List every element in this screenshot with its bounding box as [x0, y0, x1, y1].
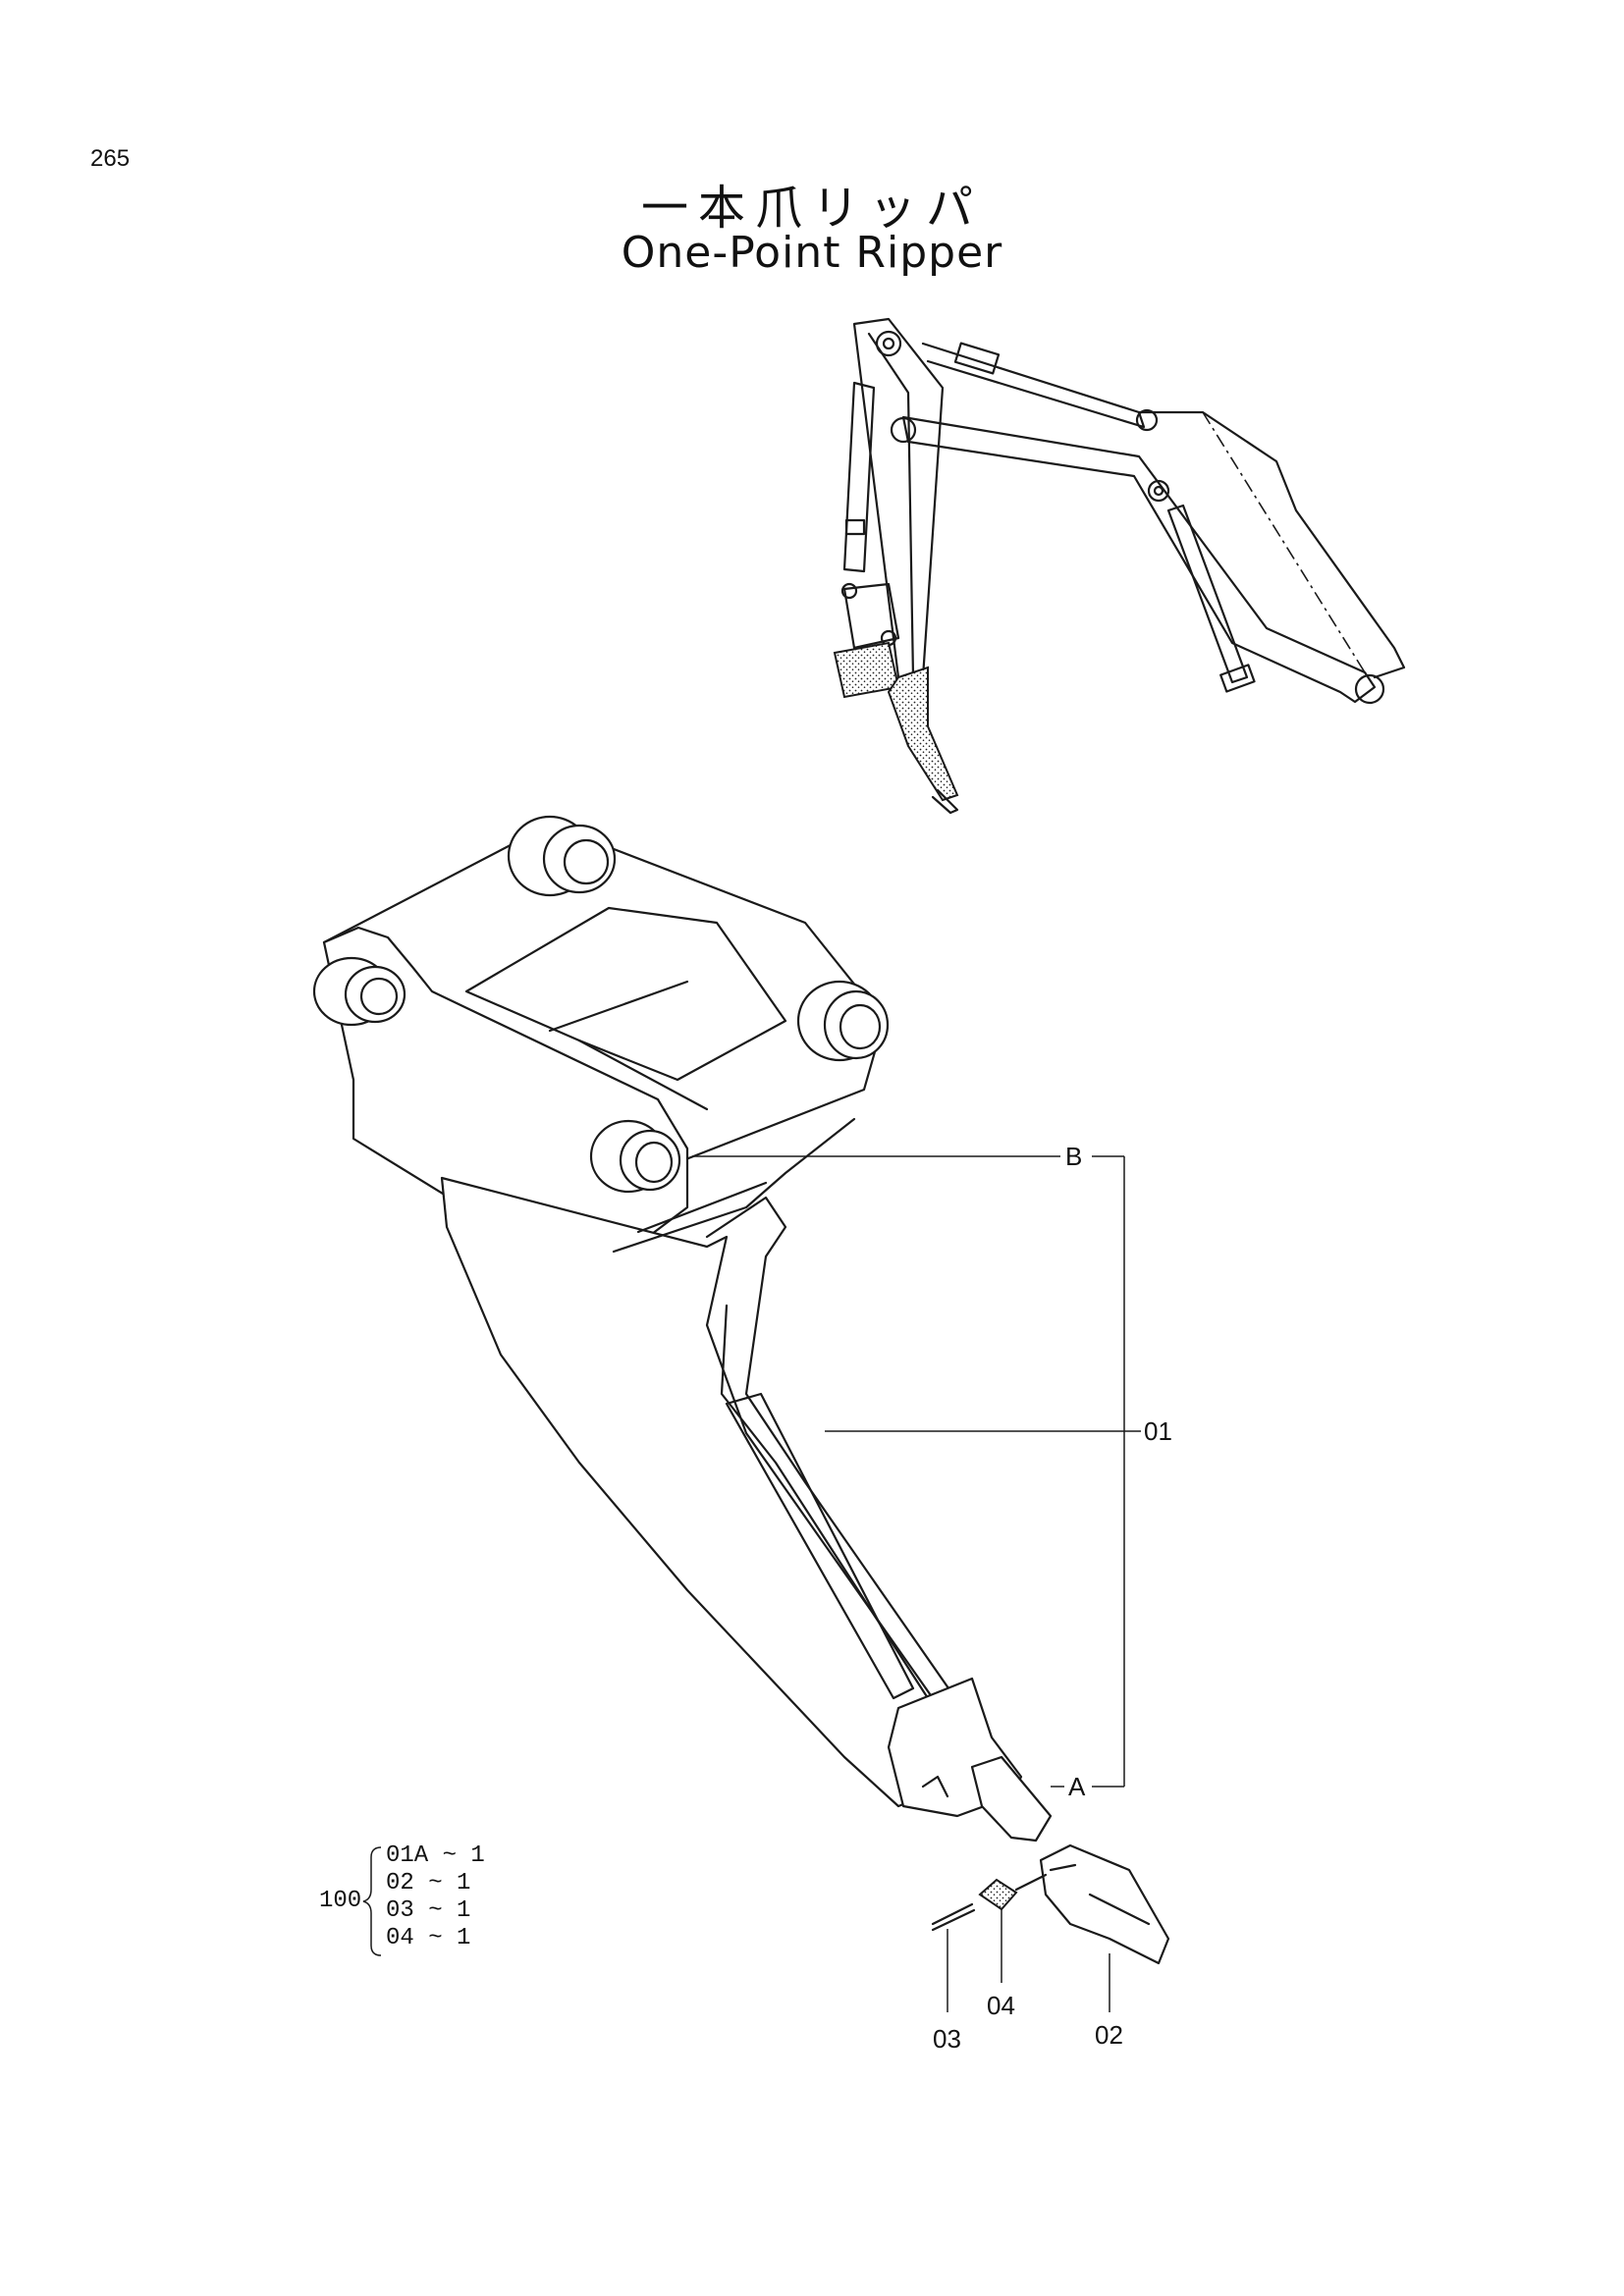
assembly-line: 02 ~ 1 [386, 1870, 471, 1896]
callout-part-01: 01 [1144, 1416, 1172, 1446]
callout-part-03: 03 [933, 2024, 961, 2054]
assembly-number: 100 [319, 1888, 362, 1914]
callout-b: B [1065, 1142, 1083, 1171]
tooth-point-02 [1039, 1843, 1170, 1965]
assembly-line: 03 ~ 1 [386, 1897, 471, 1924]
assembly-line: 01A ~ 1 [386, 1842, 485, 1869]
lock-pin-04 [978, 1873, 1048, 1911]
bushing [312, 956, 406, 1027]
callout-part-04: 04 [987, 1991, 1015, 2020]
callout-a: A [1068, 1772, 1086, 1801]
bushing [507, 815, 617, 897]
bushing [589, 1119, 681, 1194]
ripper-shank [312, 815, 1053, 1842]
leader-lines [692, 1155, 1141, 2012]
page-number: 265 [90, 145, 131, 172]
bushing [796, 980, 890, 1062]
assembly-brace [362, 1846, 382, 1956]
assembly-line: 04 ~ 1 [386, 1925, 471, 1951]
callout-part-02: 02 [1095, 2020, 1123, 2050]
excavator-arm-inset [833, 317, 1406, 815]
pin-03 [931, 1902, 976, 1932]
title-japanese: 一本爪リッパ [640, 181, 983, 236]
title-english: One-Point Ripper [621, 228, 1003, 278]
